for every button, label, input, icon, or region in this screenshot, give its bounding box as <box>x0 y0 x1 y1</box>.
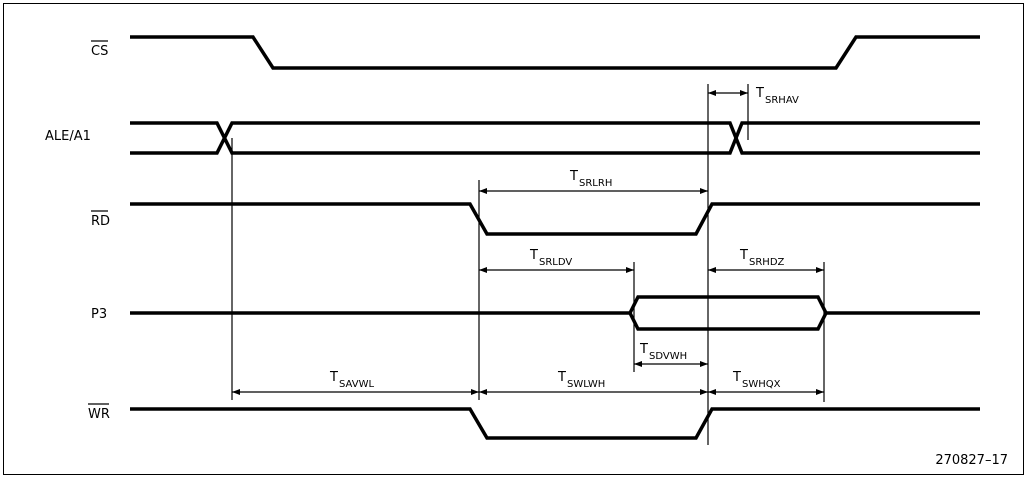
signal-label-p3: P3 <box>91 307 107 322</box>
label-srhav-sub: SRHAV <box>765 95 799 106</box>
label-swhqx-t: T <box>732 370 741 385</box>
p3-data-valid <box>628 295 828 331</box>
label-swlwh-sub: SWLWH <box>567 379 605 390</box>
timing-swlwh: T SWLWH <box>479 370 708 395</box>
label-srhav-t: T <box>755 86 764 101</box>
timing-srhdz: T SRHDZ <box>708 248 824 273</box>
label-sdvwh-t: T <box>639 342 648 357</box>
ale-waveform-lower <box>130 121 980 155</box>
label-srhdz-sub: SRHDZ <box>749 257 785 268</box>
label-savwl-sub: SAVWL <box>339 379 374 390</box>
label-srlrh-sub: SRLRH <box>579 178 612 189</box>
label-srlrh-t: T <box>569 169 578 184</box>
timing-swhqx: T SWHQX <box>708 370 824 395</box>
signal-label-rd: RD <box>91 214 110 229</box>
ale-waveform-upper <box>130 121 980 155</box>
signal-label-ale: ALE/A1 <box>45 129 91 144</box>
label-srldv-t: T <box>529 248 538 263</box>
label-srhdz-t: T <box>739 248 748 263</box>
wr-waveform <box>130 407 980 440</box>
label-sdvwh-sub: SDVWH <box>649 351 687 362</box>
timing-srhav: T SRHAV <box>708 86 799 106</box>
signal-label-wr: WR <box>88 407 110 422</box>
label-swlwh-t: T <box>557 370 566 385</box>
rd-waveform <box>130 202 980 236</box>
label-srldv-sub: SRLDV <box>539 257 572 268</box>
timing-sdvwh: T SDVWH <box>634 342 708 367</box>
figure-id: 270827–17 <box>935 453 1008 468</box>
label-savwl-t: T <box>329 370 338 385</box>
timing-srlrh: T SRLRH <box>479 169 708 194</box>
signal-label-cs: CS <box>91 44 108 59</box>
cs-waveform <box>130 35 980 70</box>
label-swhqx-sub: SWHQX <box>742 379 781 390</box>
timing-savwl: T SAVWL <box>232 370 479 395</box>
timing-srldv: T SRLDV <box>479 248 634 273</box>
diagram-frame <box>3 3 1024 475</box>
